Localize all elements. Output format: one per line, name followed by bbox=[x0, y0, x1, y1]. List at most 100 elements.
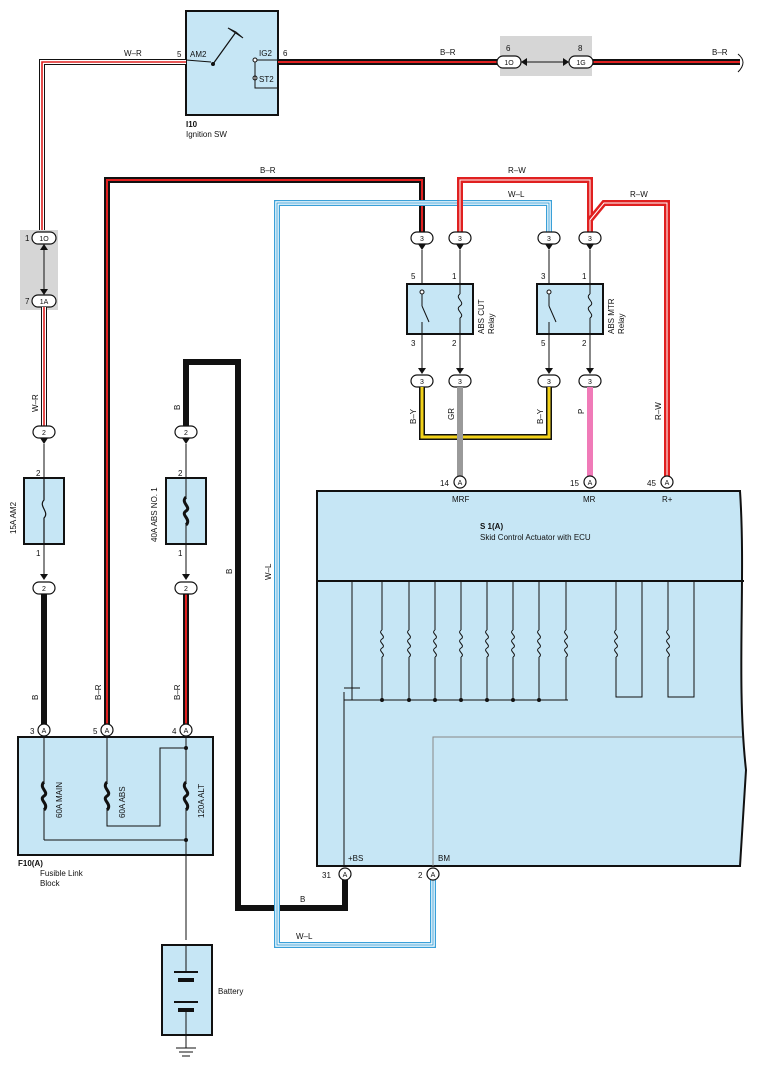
actuator-pin-mr: A 15 MR bbox=[570, 475, 597, 504]
svg-text:1: 1 bbox=[582, 272, 587, 281]
wire-label-gr: GR bbox=[447, 408, 456, 420]
wire-b-r-abs-fuse: B–R bbox=[173, 594, 189, 726]
connector-3-c: 3 bbox=[537, 231, 561, 250]
actuator-name: Skid Control Actuator with ECU bbox=[480, 533, 591, 542]
battery-body bbox=[161, 944, 213, 1036]
fuse-am2-label: 15A AM2 bbox=[9, 501, 18, 534]
wire-label-b-y-right: B–Y bbox=[536, 408, 545, 424]
wire-label-b-r-top: B–R bbox=[440, 48, 456, 57]
skid-control-actuator: S 1(A) Skid Control Actuator with ECU A … bbox=[316, 475, 748, 881]
svg-text:3: 3 bbox=[458, 379, 462, 386]
svg-text:31: 31 bbox=[322, 871, 331, 880]
wire-label-b-r-left: B–R bbox=[94, 684, 103, 700]
junction-top-left-pin: 6 bbox=[506, 44, 511, 53]
wire-label-b-fuse-top: B bbox=[173, 405, 182, 410]
flb-fuse-main: 60A MAIN bbox=[55, 782, 64, 818]
wire-label-b-r-mid: B–R bbox=[260, 166, 276, 175]
wire-b-abs-power: B B B bbox=[173, 359, 348, 911]
wire-p: P bbox=[577, 387, 593, 476]
svg-text:2: 2 bbox=[452, 339, 457, 348]
actuator-body bbox=[316, 490, 748, 867]
ign-pin-ig2: 6 bbox=[283, 49, 288, 58]
svg-text:3: 3 bbox=[588, 379, 592, 386]
wire-w-r-am2: W–R bbox=[39, 49, 186, 232]
wire-label-b-am2: B bbox=[31, 695, 40, 700]
fuse-abs-no1: 2 1 40A ABS NO. 1 2 bbox=[150, 444, 207, 595]
ign-ig2-terminal: IG2 bbox=[259, 49, 272, 58]
wire-label-w-l-top: W–L bbox=[508, 190, 525, 199]
wire-label-w-r-top: W–R bbox=[124, 49, 142, 58]
svg-text:1: 1 bbox=[452, 272, 457, 281]
svg-text:A: A bbox=[431, 872, 436, 879]
wire-b-am2: B bbox=[31, 594, 47, 726]
ign-name: Ignition SW bbox=[186, 130, 227, 139]
flb-pin-5: A 5 bbox=[93, 723, 114, 737]
flb-name-1: Fusible Link bbox=[40, 869, 84, 878]
actuator-solenoids bbox=[343, 581, 695, 866]
wire-label-b-vertical: B bbox=[225, 569, 234, 574]
svg-text:BM: BM bbox=[438, 854, 450, 863]
svg-text:MRF: MRF bbox=[452, 495, 469, 504]
flb-name-2: Block bbox=[40, 879, 61, 888]
wire-label-r-w-vertical: R–W bbox=[654, 402, 663, 420]
svg-text:4: 4 bbox=[172, 727, 177, 736]
connector-3-a: 3 bbox=[410, 231, 434, 250]
wire-label-r-w-right: R–W bbox=[630, 190, 648, 199]
relay-abs-mtr-sub: Relay bbox=[617, 314, 626, 334]
flb-pin-4: A 4 bbox=[172, 723, 193, 737]
relay-abs-mtr: 3 1 5 2 ABS MTR Relay bbox=[536, 250, 626, 368]
wire-label-b-r-right: B–R bbox=[712, 48, 728, 57]
ign-code: I10 bbox=[186, 120, 198, 129]
svg-text:R+: R+ bbox=[662, 495, 673, 504]
fusible-link-body bbox=[17, 736, 214, 856]
svg-text:3: 3 bbox=[588, 236, 592, 243]
svg-text:2: 2 bbox=[418, 871, 423, 880]
fuse-abs-no1-label: 40A ABS NO. 1 bbox=[150, 487, 159, 542]
wire-w-r-lower: W–R bbox=[31, 307, 47, 426]
wire-b-y: B–Y B–Y bbox=[409, 387, 552, 440]
svg-text:1: 1 bbox=[36, 549, 41, 558]
svg-text:15: 15 bbox=[570, 479, 579, 488]
wire-label-b-r-fuse: B–R bbox=[173, 684, 182, 700]
fuse-am2: 2 1 15A AM2 2 bbox=[9, 444, 65, 595]
relay-abs-cut-body bbox=[406, 283, 474, 335]
relay-abs-cut-label: ABS CUT bbox=[477, 299, 486, 334]
relay-abs-cut: 5 1 3 2 ABS CUT Relay bbox=[406, 250, 496, 368]
relay-abs-mtr-label: ABS MTR bbox=[607, 298, 616, 334]
ign-pin-am2: 5 bbox=[177, 50, 182, 59]
wire-label-b-y-left: B–Y bbox=[409, 408, 418, 424]
flb-code: F10(A) bbox=[18, 859, 43, 868]
wire-r-w: R–W R–W R–W bbox=[457, 166, 670, 476]
ignition-switch: AM2 IG2 ST2 5 6 I10 Ignition SW bbox=[177, 10, 288, 139]
relay-top-connectors: 3 3 3 3 bbox=[410, 231, 602, 250]
junction-left-top-pin: 1 bbox=[25, 234, 30, 243]
relay-abs-cut-sub: Relay bbox=[487, 314, 496, 334]
actuator-pin-rplus: A 45 R+ bbox=[647, 475, 674, 504]
svg-text:3: 3 bbox=[541, 272, 546, 281]
wire-label-w-r-left: W–R bbox=[31, 394, 40, 412]
svg-text:A: A bbox=[42, 728, 47, 735]
junction-left-top-id: 1O bbox=[39, 236, 49, 243]
svg-text:3: 3 bbox=[420, 379, 424, 386]
svg-text:A: A bbox=[458, 480, 463, 487]
junction-top-left-id: 1O bbox=[504, 60, 514, 67]
svg-text:2: 2 bbox=[42, 586, 46, 593]
connector-am2-top: 2 bbox=[32, 425, 56, 444]
svg-text:MR: MR bbox=[583, 495, 596, 504]
svg-text:45: 45 bbox=[647, 479, 656, 488]
svg-text:3: 3 bbox=[411, 339, 416, 348]
battery-label: Battery bbox=[218, 987, 243, 996]
junction-left-bottom-pin: 7 bbox=[25, 297, 30, 306]
svg-text:5: 5 bbox=[93, 727, 98, 736]
svg-text:+BS: +BS bbox=[348, 854, 363, 863]
wire-label-w-l-left: W–L bbox=[264, 563, 273, 580]
ign-am2-terminal: AM2 bbox=[190, 50, 207, 59]
ignition-switch-body bbox=[185, 10, 279, 116]
actuator-pin-mrf: A 14 MRF bbox=[440, 475, 469, 504]
connector-abs-fuse-top: 2 bbox=[174, 425, 198, 444]
svg-text:A: A bbox=[105, 728, 110, 735]
relay-bottom-connectors: 3 3 3 3 bbox=[410, 368, 602, 388]
flb-pin-3: A 3 bbox=[30, 723, 51, 737]
wire-label-p: P bbox=[577, 409, 586, 414]
